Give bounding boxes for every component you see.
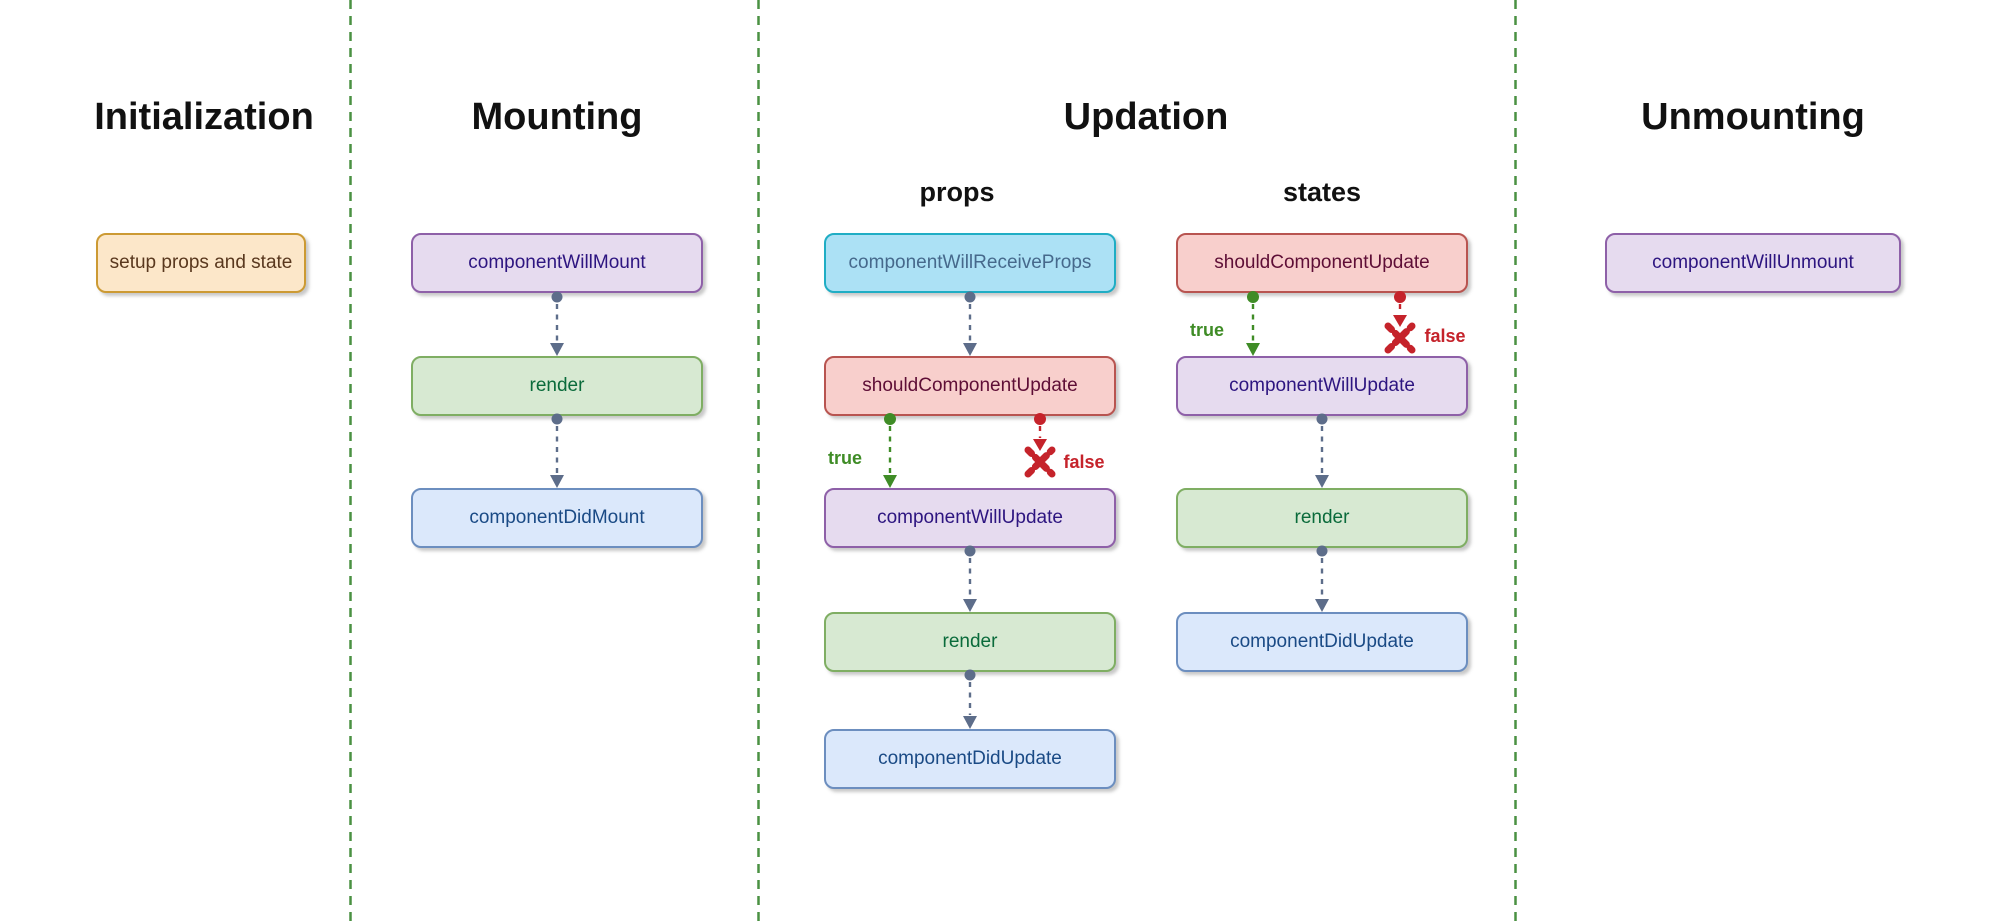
arrowhead-icon <box>963 716 977 729</box>
arrowhead-icon <box>963 343 977 356</box>
node-states-should-component-update: shouldComponentUpdate <box>1176 233 1468 293</box>
column-title-states: states <box>1282 177 1362 207</box>
arrow-props-receive-to-should <box>963 291 977 356</box>
states-false-label: false <box>1424 326 1466 346</box>
arrowhead-icon <box>550 475 564 488</box>
arrow-states-render-to-didupdate <box>1315 545 1329 612</box>
column-title-props: props <box>919 177 995 207</box>
section-title-initialization: Initialization <box>94 96 314 138</box>
node-component-will-unmount: componentWillUnmount <box>1605 233 1901 293</box>
node-component-will-mount: componentWillMount <box>411 233 703 293</box>
props-true-label: true <box>827 448 862 468</box>
arrowhead-icon <box>1315 475 1329 488</box>
arrowhead-icon <box>1033 439 1047 451</box>
arrowhead-icon <box>963 599 977 612</box>
node-states-component-will-update: componentWillUpdate <box>1176 356 1468 416</box>
arrowhead-icon <box>1315 599 1329 612</box>
section-title-updation: Updation <box>1063 96 1229 138</box>
node-props-render: render <box>824 612 1116 672</box>
node-component-will-receive-props: componentWillReceiveProps <box>824 233 1116 293</box>
node-states-render: render <box>1176 488 1468 548</box>
node-props-component-did-update: componentDidUpdate <box>824 729 1116 789</box>
section-title-unmounting: Unmounting <box>1641 96 1865 138</box>
node-setup-props-and-state: setup props and state <box>96 233 306 293</box>
arrow-mount-render-to-didmount <box>550 413 564 488</box>
node-component-did-mount: componentDidMount <box>411 488 703 548</box>
node-states-component-did-update: componentDidUpdate <box>1176 612 1468 672</box>
arrowhead-icon <box>1246 343 1260 356</box>
props-false-label: false <box>1063 452 1105 472</box>
node-props-should-component-update: shouldComponentUpdate <box>824 356 1116 416</box>
arrowhead-icon <box>883 475 897 488</box>
states-true-label: true <box>1189 320 1224 340</box>
node-props-component-will-update: componentWillUpdate <box>824 488 1116 548</box>
node-mount-render: render <box>411 356 703 416</box>
arrow-mount-willmount-to-render <box>550 291 564 356</box>
arrow-states-willupdate-to-render <box>1315 413 1329 488</box>
arrowhead-icon <box>550 343 564 356</box>
arrow-props-willupdate-to-render <box>963 545 977 612</box>
section-title-mounting: Mounting <box>471 96 643 138</box>
arrow-props-render-to-didupdate <box>963 669 977 729</box>
